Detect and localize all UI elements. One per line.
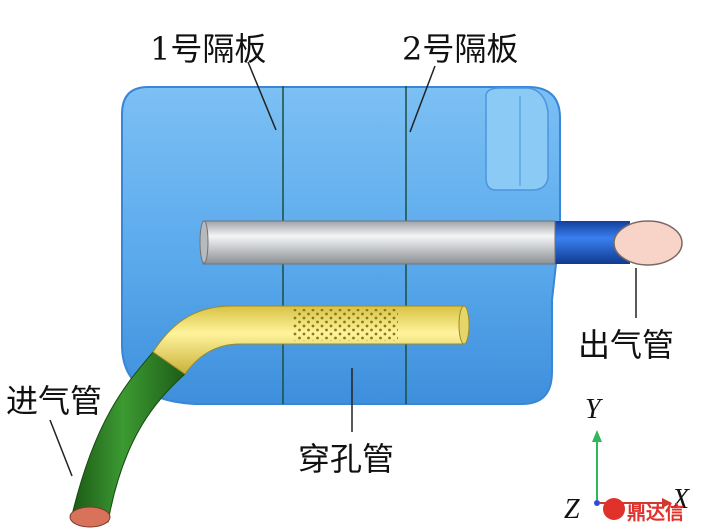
inner-pipe-end [199,220,209,264]
label-baffle-1: 1号隔板 [150,30,267,68]
body-boss [485,87,549,191]
axis-label-x: X [672,484,690,515]
x-axis-arrowhead-icon [662,498,672,508]
axis-label-y: Y [585,394,601,425]
axis-label-z: Z [564,494,580,525]
inlet-pipe-end [69,506,111,528]
outlet-pipe [552,221,630,264]
label-outlet: 出气管 [578,326,675,364]
label-inlet: 进气管 [6,382,103,420]
perforation-holes [292,309,398,341]
perforated-pipe-end [458,305,470,345]
inner-pipe [202,220,556,265]
y-axis-arrowhead-icon [592,430,602,442]
watermark-logo-icon [603,498,625,520]
label-perforated: 穿孔管 [298,440,395,478]
leader-baffle-1 [247,61,277,131]
label-baffle-2: 2号隔板 [402,30,519,68]
leader-inlet [49,419,73,477]
leader-baffle-2 [409,65,436,133]
z-axis-origin-icon [594,500,600,506]
watermark-text: 鼎达信 [627,502,685,524]
outlet-pipe-end [613,220,683,266]
